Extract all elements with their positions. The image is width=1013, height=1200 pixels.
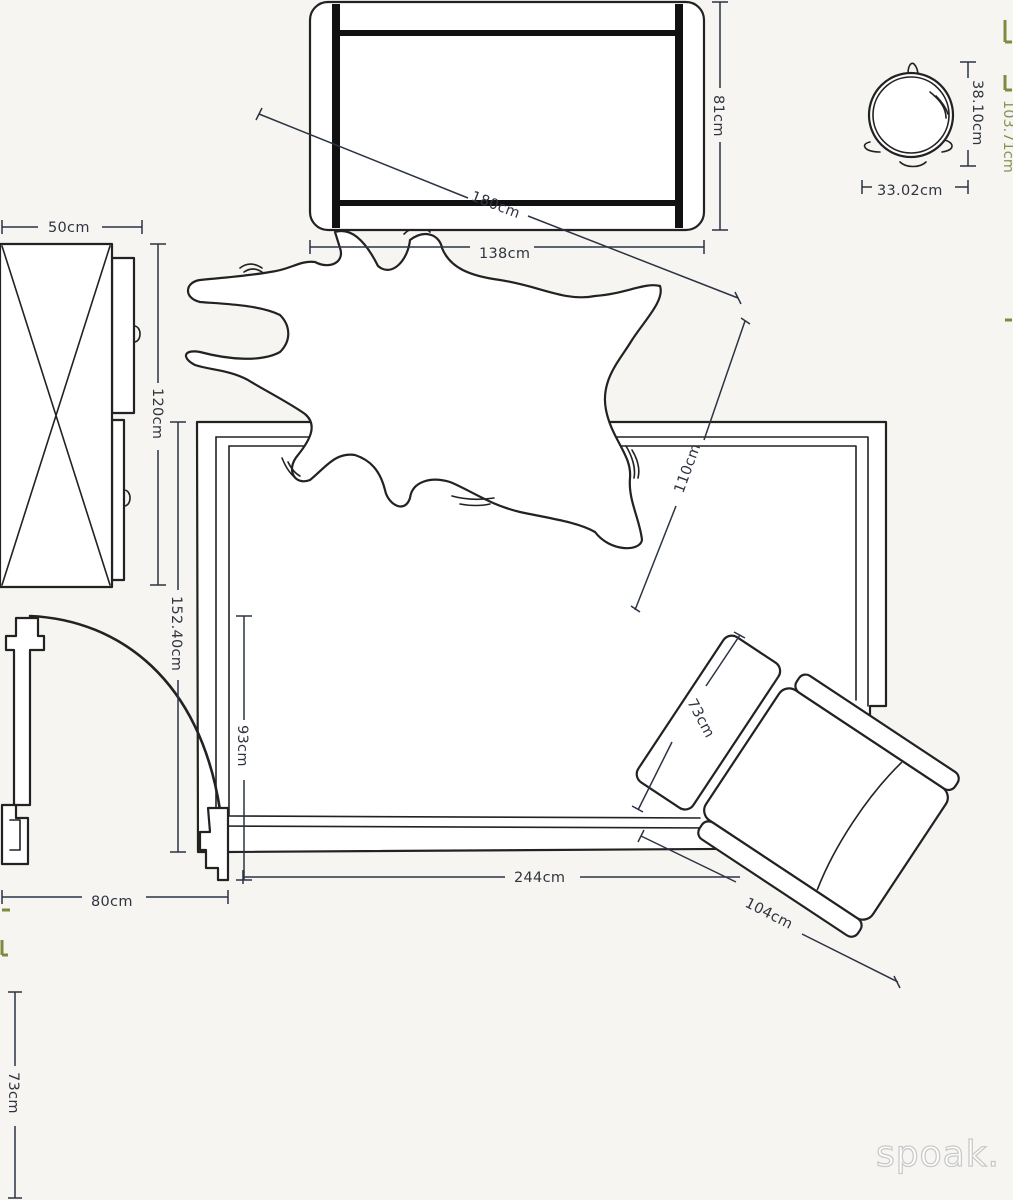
cabinet <box>0 242 141 589</box>
stool-depth-label: 38.10cm <box>969 80 985 146</box>
stool-width-label: 33.02cm <box>877 183 943 199</box>
wall-accents: 103.71cm <box>0 20 1013 957</box>
bench <box>308 0 706 232</box>
bench-width-label: 138cm <box>479 246 530 262</box>
lower-left-label: 73cm <box>5 1072 21 1114</box>
door <box>0 614 230 882</box>
inner-dimension-label: 93cm <box>234 725 250 767</box>
stool <box>863 62 955 168</box>
brand-logo: spoak. <box>876 1134 1000 1175</box>
armchair <box>635 634 960 938</box>
armchair-width-label: 104cm <box>742 895 795 933</box>
cabinet-length-label: 120cm <box>149 388 165 439</box>
area-rug-width-label: 244cm <box>514 870 565 886</box>
door-width-label: 80cm <box>91 894 133 910</box>
area-rug-depth-label: 152.40cm <box>168 596 184 671</box>
bench-depth-label: 81cm <box>710 95 726 137</box>
right-wall-label: 103.71cm <box>1000 100 1013 173</box>
cabinet-width-label: 50cm <box>48 220 90 236</box>
